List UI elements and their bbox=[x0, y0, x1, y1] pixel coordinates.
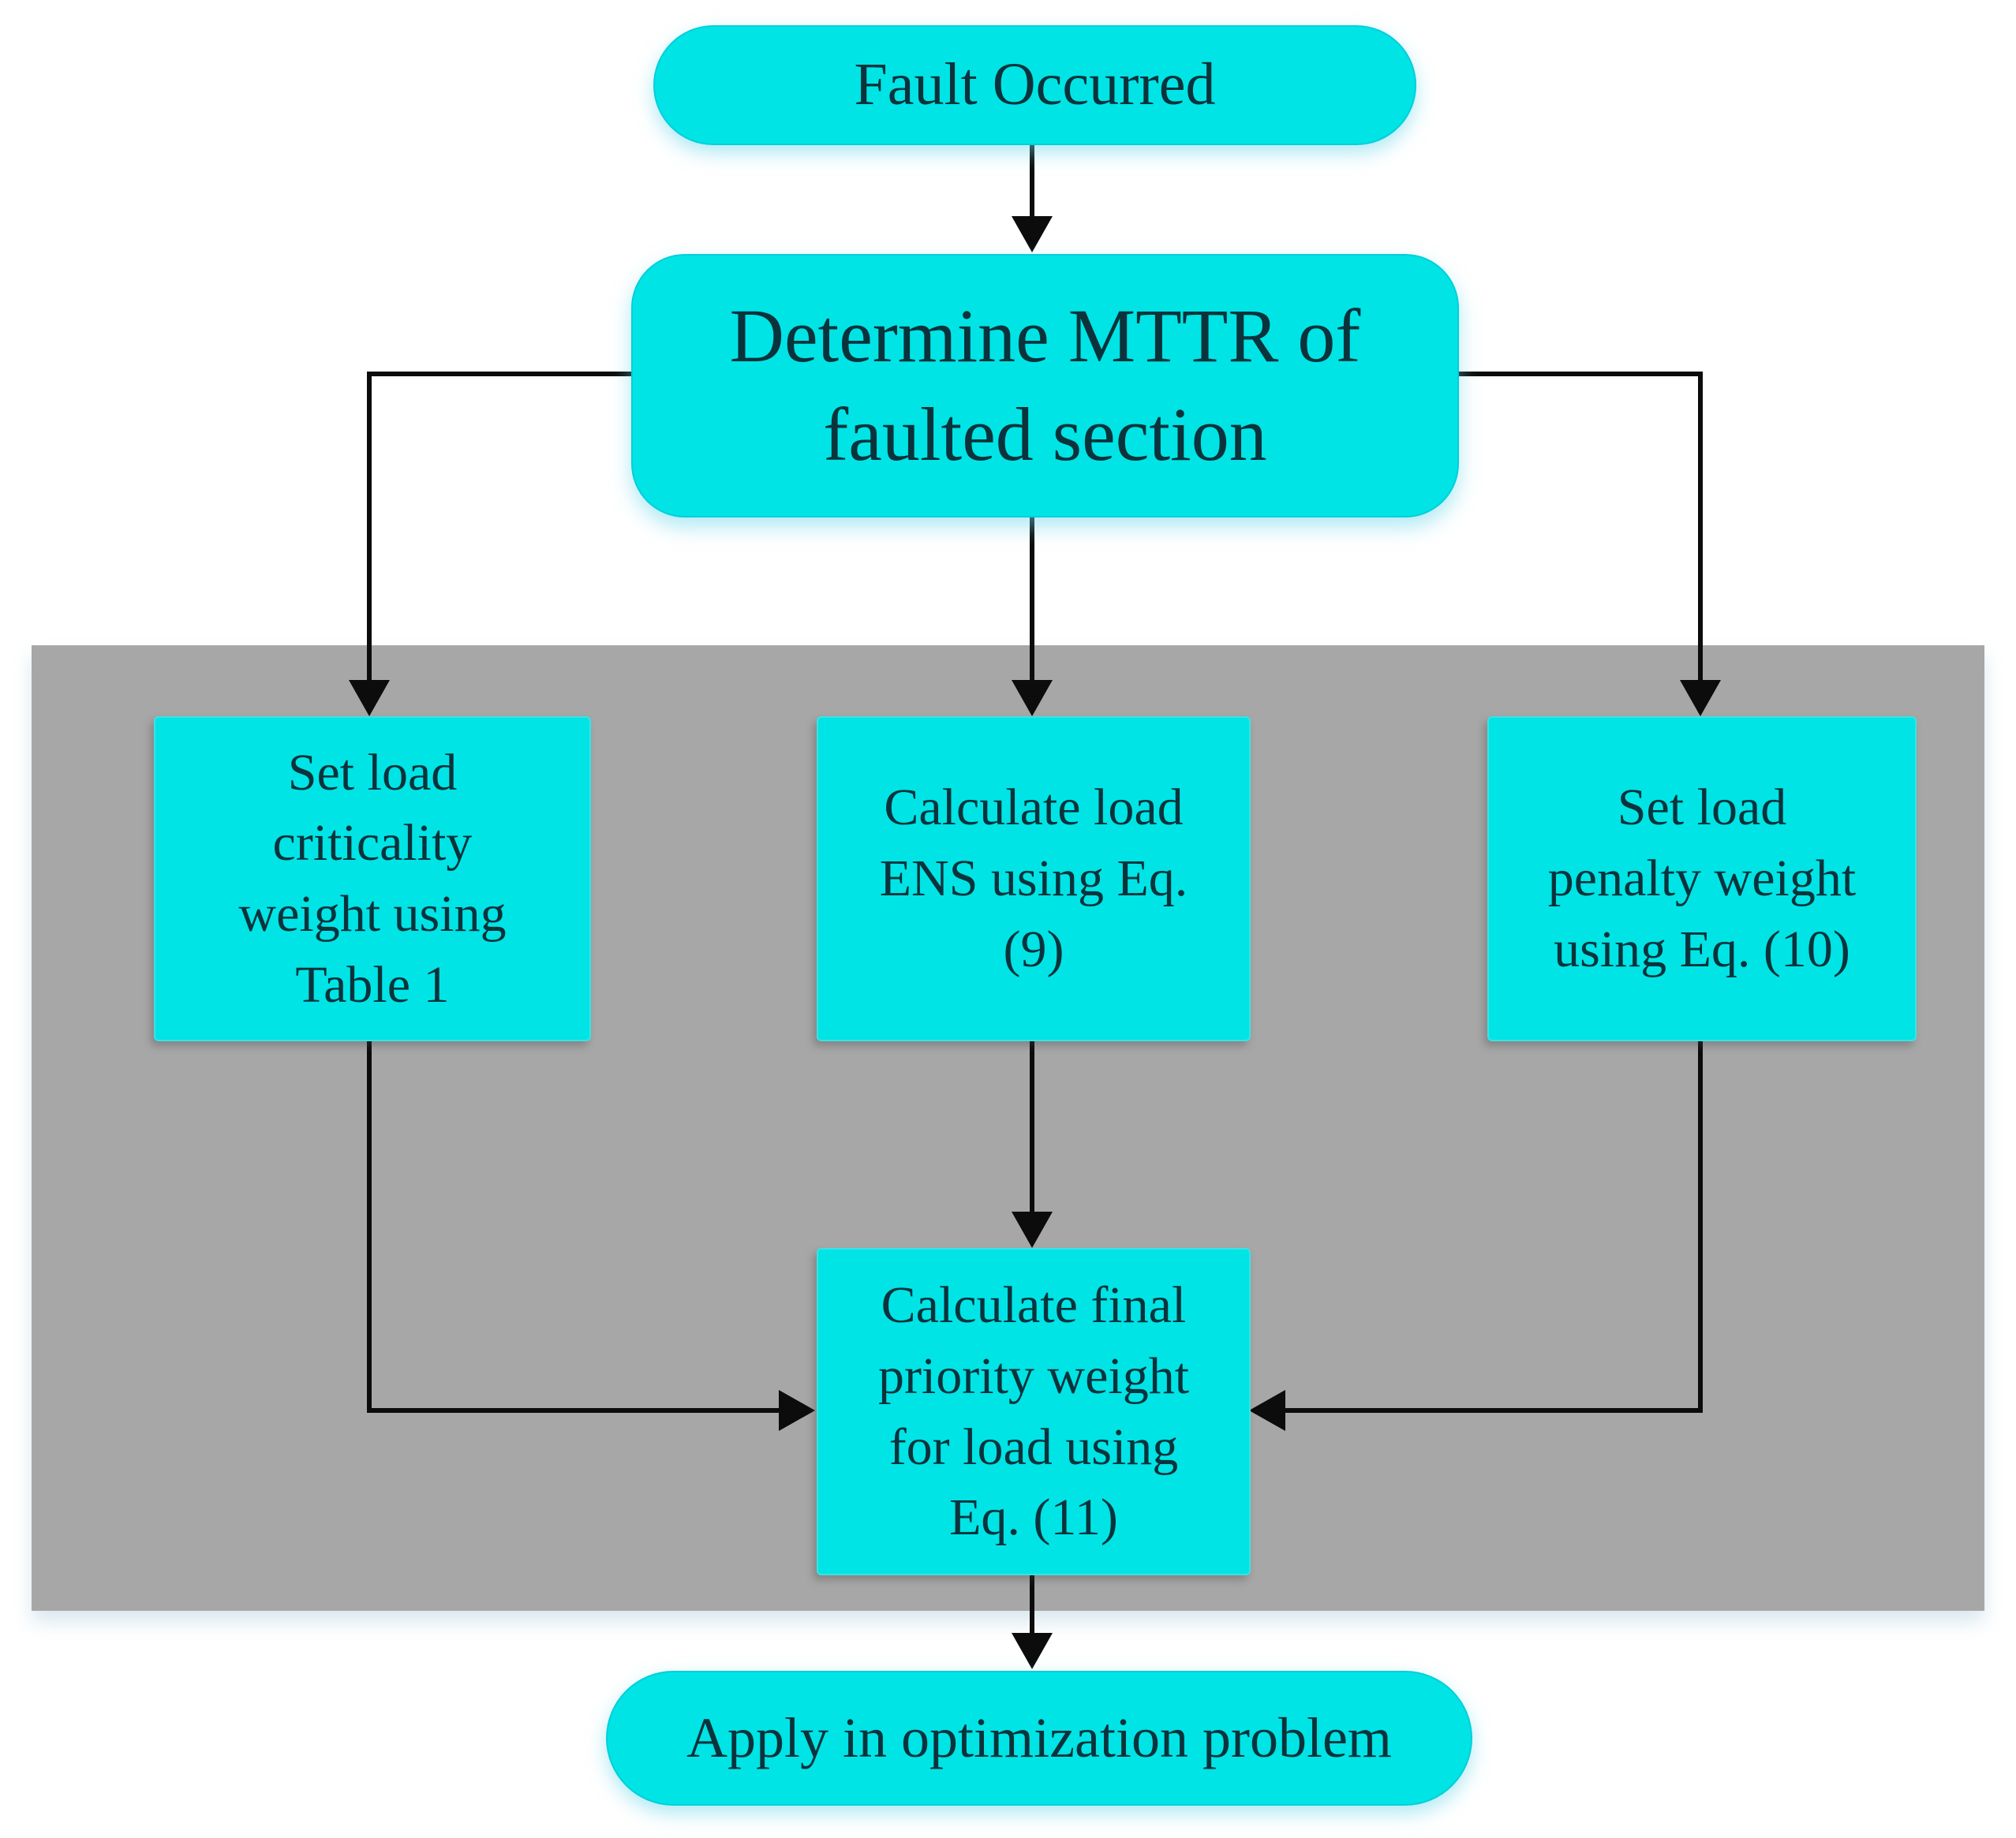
connector-ens-to-final-line bbox=[1030, 1038, 1034, 1213]
node-calculate-final-priority-weight-label: Calculate final priority weight for load… bbox=[877, 1276, 1190, 1547]
connector-criticality-to-final-vline bbox=[367, 1038, 372, 1413]
arrowhead-down-icon bbox=[349, 680, 390, 716]
connector-mttr-to-criticality-vline bbox=[367, 372, 372, 682]
node-set-load-criticality-weight-label: Set load criticality weight using Table … bbox=[238, 743, 507, 1014]
arrowhead-down-icon bbox=[1680, 680, 1721, 716]
node-fault-occurred: Fault Occurred bbox=[653, 25, 1416, 145]
connector-mttr-to-penalty-vline bbox=[1698, 372, 1703, 682]
connector-mttr-to-ens-line bbox=[1030, 514, 1034, 682]
arrowhead-down-icon bbox=[1012, 1633, 1053, 1669]
node-fault-occurred-label: Fault Occurred bbox=[854, 51, 1216, 118]
connector-fault-to-mttr-line bbox=[1030, 142, 1034, 218]
connector-mttr-to-penalty-hline bbox=[1456, 372, 1703, 376]
node-calculate-final-priority-weight: Calculate final priority weight for load… bbox=[817, 1248, 1251, 1575]
arrowhead-down-icon bbox=[1012, 216, 1053, 252]
node-set-load-penalty-weight-label: Set load penalty weight using Eq. (10) bbox=[1547, 779, 1857, 978]
connector-mttr-to-criticality-hline bbox=[367, 372, 631, 376]
arrowhead-right-icon bbox=[779, 1390, 815, 1431]
connector-penalty-to-final-hline bbox=[1285, 1408, 1703, 1413]
node-calculate-load-ens: Calculate load ENS using Eq. (9) bbox=[817, 716, 1251, 1041]
node-calculate-load-ens-label: Calculate load ENS using Eq. (9) bbox=[879, 779, 1188, 978]
arrowhead-down-icon bbox=[1012, 680, 1053, 716]
node-set-load-criticality-weight: Set load criticality weight using Table … bbox=[154, 716, 591, 1041]
node-determine-mttr: Determine MTTR of faulted section bbox=[631, 254, 1459, 517]
node-set-load-penalty-weight: Set load penalty weight using Eq. (10) bbox=[1487, 716, 1917, 1041]
connector-criticality-to-final-hline bbox=[367, 1408, 780, 1413]
node-determine-mttr-label: Determine MTTR of faulted section bbox=[729, 293, 1361, 476]
node-apply-in-optimization-label: Apply in optimization problem bbox=[686, 1705, 1392, 1769]
node-apply-in-optimization: Apply in optimization problem bbox=[606, 1671, 1472, 1806]
connector-final-to-apply-line bbox=[1030, 1572, 1034, 1634]
arrowhead-left-icon bbox=[1249, 1390, 1285, 1431]
arrowhead-down-icon bbox=[1012, 1212, 1053, 1248]
connector-penalty-to-final-vline bbox=[1698, 1038, 1703, 1413]
